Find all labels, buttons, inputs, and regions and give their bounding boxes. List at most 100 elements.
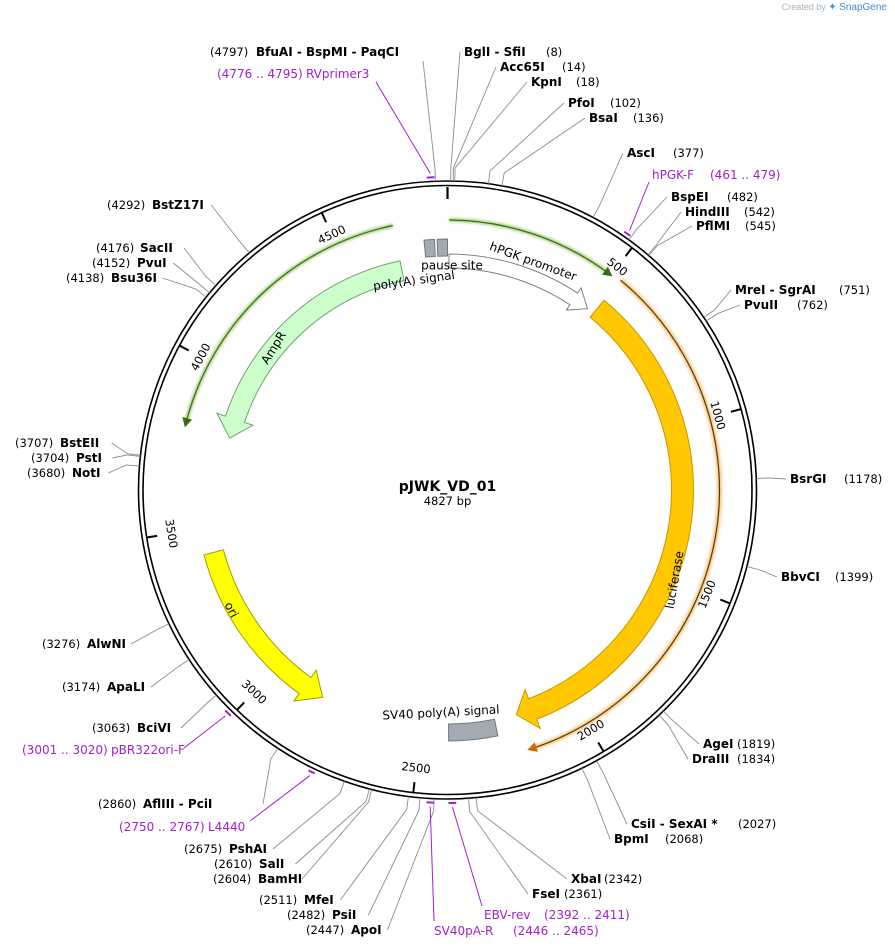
site-sacii[interactable]: (4176)SacII [96,241,217,286]
backbone-inner-strand [142,184,753,796]
site-position: (2860) [98,797,136,811]
site-bsrgi[interactable]: BsrGI (1178) [756,472,882,486]
site-leader-line [386,798,435,931]
site-leader-line [262,748,279,805]
site-label: BsrGI [790,472,827,486]
site-mfei[interactable]: (2511)MfeI [259,796,409,907]
site-position: (542) [744,205,775,219]
site-position: (482) [727,190,758,204]
site-csii-sexai[interactable]: CsiI - SexAI *(2027) [596,760,776,831]
site-pflmi[interactable]: PflMI(545) [648,219,776,256]
primer-hpgk-f[interactable]: hPGK-F(461 .. 479) [623,168,780,237]
feature-hpgk-promoter[interactable] [448,253,589,311]
site-pvuii[interactable]: PvuII(762) [705,298,828,322]
site-position: (1178) [844,472,882,486]
site-label: PfoI [568,96,595,110]
site-draiii[interactable]: DraIII(1834) [658,714,775,766]
credit-prefix: Created by [781,2,826,12]
site-apali[interactable]: (3174)ApaLI [62,659,190,694]
site-position: (2447) [306,923,344,937]
site-hindiii[interactable]: HindIII(542) [647,205,775,256]
site-psii[interactable]: (2482)PsiI [287,797,421,922]
site-label: AgeI [703,737,733,751]
site-bspei[interactable]: BspEI (482) [628,190,758,241]
site-bfuai-bspmi-paqci[interactable]: (4797)BfuAI - BspMI - PaqCI [210,45,436,182]
site-position: (2342) [604,872,642,886]
site-position: (545) [745,219,776,233]
primer-leader-line [183,715,226,749]
primer-rvprimer3[interactable]: RVprimer3(4776 .. 4795) [217,67,435,179]
primer-l4440[interactable]: L4440(2750 .. 2767) [119,769,316,834]
primer-label: RVprimer3 [306,67,369,81]
site-leader-line [295,788,370,865]
site-bstz17i[interactable]: (4292)BstZ17I [107,198,250,254]
site-bpmi[interactable]: BpmI(2068) [581,768,703,846]
site-psti[interactable]: (3704)PstI [31,451,141,465]
site-afliii-pcii[interactable]: (2860)AflIII - PciI [98,748,279,811]
feature-sv40-poly-a-signal[interactable] [448,718,499,742]
site-label: BspEI [671,190,709,204]
site-bbvci[interactable]: BbvCI(1399) [746,566,873,584]
site-label: PstI [76,451,102,465]
primer-range: (3001 .. 3020) [22,743,108,757]
site-position: (4152) [92,256,130,270]
site-bgli-sfii[interactable]: BglI - SfiI(8) [450,45,563,182]
site-leader-line [111,442,141,456]
site-pvui[interactable]: (4152) PvuI [92,256,210,294]
site-leader-line [180,694,217,729]
primer-sv40pa-r[interactable]: SV40pA-R(2446 .. 2465) [426,801,599,938]
primer-bar [623,230,631,237]
tick-label: 4000 [187,341,213,373]
site-leader-line [272,781,345,850]
site-fsei[interactable]: FseI(2361) [468,798,603,901]
site-bsteii[interactable]: (3707) BstEII [15,436,141,456]
primer-range: (461 .. 479) [710,168,780,182]
site-mrei-sgrai[interactable]: MreI - SgrAI (751) [703,283,870,318]
site-pshai[interactable]: (2675)PshAI [184,781,345,856]
feature-luciferase[interactable] [515,299,694,730]
site-acc65i[interactable]: Acc65I(14) [452,60,586,182]
site-bamhi[interactable]: (2604)BamHI [213,789,373,886]
feature-poly-a-signal[interactable] [423,238,436,258]
site-kpni[interactable]: KpnI(18) [454,75,600,182]
site-bsai[interactable]: BsaI(136) [501,111,664,186]
feature-ori[interactable] [203,549,324,702]
site-label: BstEII [60,436,99,450]
feature-ampr[interactable] [215,260,405,439]
site-asci[interactable]: AscI(377) [592,146,704,218]
site-leader-line [596,760,628,825]
site-position: (377) [673,146,704,160]
site-agei[interactable]: AgeI(1819) [663,710,775,751]
site-sali[interactable]: (2610)SalI [214,788,370,871]
feature-pause-site[interactable] [436,238,448,257]
site-noti[interactable]: (3680)NotI [27,464,140,480]
feature-label-ori: ori [222,600,242,620]
site-label: BglI - SfiI [464,45,526,59]
backbone [137,180,758,800]
snapgene-credit: Created by ✦ SnapGene [782,2,887,13]
site-bcivi[interactable]: (3063)BciVI [92,694,217,735]
site-leader-line [150,659,190,688]
site-leader-line [647,211,682,256]
site-label: SacII [140,241,173,255]
site-position: (2604) [213,872,251,886]
primer-range: (2750 .. 2767) [119,820,205,834]
tick-mark [730,408,742,413]
site-alwni[interactable]: (3276)AlwNI [42,623,170,651]
site-pfoi[interactable]: PfoI(102) [487,96,641,184]
primer-leader-line [249,775,311,822]
site-xbai[interactable]: XbaI(2342) [475,797,642,886]
primer-ebv-rev[interactable]: EBV-rev(2392 .. 2411) [448,801,630,922]
site-position: (14) [562,60,586,74]
site-bsu36i[interactable]: (4138)Bsu36I [66,271,207,298]
site-position: (3707) [15,436,53,450]
site-position: (2027) [738,817,776,831]
site-label: PvuI [137,256,167,270]
site-label: MreI - SgrAI [735,283,816,297]
site-position: (751) [839,283,870,297]
tick-mark [624,247,633,257]
feature-ampr-overlay [185,225,393,422]
primer-pbr322ori-f[interactable]: pBR322ori-F(3001 .. 3020) [22,709,232,757]
site-label: PsiI [332,908,356,922]
site-position: (4797) [210,45,248,59]
